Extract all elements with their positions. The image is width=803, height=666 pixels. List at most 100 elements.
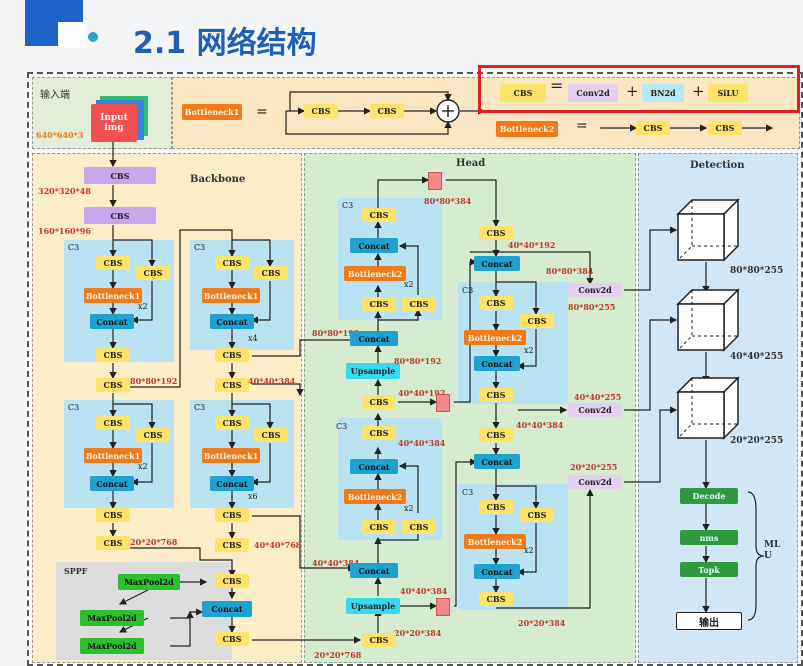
input-section-label: 输入端 [40, 90, 70, 101]
backbone-concat: Concat [210, 476, 254, 491]
head-conv2d: Conv2d [568, 403, 622, 417]
size-label: 80*80*255 [568, 302, 616, 312]
sppf-cbs: CBS [215, 632, 249, 646]
head-conv2d: Conv2d [568, 475, 622, 489]
head-cbs: CBS [362, 426, 396, 440]
backbone-bottleneck1: Bottleneck1 [84, 288, 142, 303]
detection-out1-label: 80*80*255 [730, 266, 784, 276]
head-pink-block [436, 596, 454, 616]
backbone-cbs: CBS [215, 538, 249, 552]
head-concat: Concat [350, 563, 398, 578]
head-pink-block [436, 392, 454, 412]
head-concat: Concat [474, 356, 520, 371]
cbs-definition-node: CBS [500, 84, 546, 102]
head-cbs: CBS [479, 592, 513, 606]
head-cbs: CBS [479, 226, 513, 240]
formula-cbs-2: CBS [370, 104, 404, 118]
head-upsample: Upsample [346, 363, 400, 379]
conv2d-node: Conv2d [568, 84, 618, 102]
head-bottleneck2: Bottleneck2 [464, 534, 526, 549]
head-cbs: CBS [362, 297, 396, 311]
formula-equals-2: = [576, 118, 588, 134]
plus-1: + [626, 82, 639, 100]
backbone-cbs: CBS [84, 207, 156, 224]
page-title: 2.1 网络结构 [133, 26, 317, 61]
sppf-concat: Concat [202, 601, 252, 617]
detection-title: Detection [690, 160, 745, 171]
backbone-cbs: CBS [215, 348, 249, 362]
silu-node: SiLU [708, 84, 748, 102]
size-label: 20*20*384 [518, 618, 566, 628]
backbone-cbs: CBS [96, 416, 130, 430]
backbone-bottleneck1: Bottleneck1 [202, 288, 260, 303]
head-cbs: CBS [479, 388, 513, 402]
size-label: 160*160*96 [38, 226, 91, 236]
output-node: 输出 [676, 612, 742, 630]
head-cbs: CBS [362, 208, 396, 222]
backbone-cbs: CBS [136, 428, 170, 442]
sppf-maxpool: MaxPool2d [118, 574, 180, 590]
size-label: 80*80*192 [394, 356, 442, 366]
formula-cbs-3: CBS [636, 121, 670, 135]
decor-dot [88, 32, 98, 42]
size-label: 20*20*768 [314, 650, 362, 660]
head-concat: Concat [350, 459, 398, 474]
head-cbs: CBS [479, 500, 513, 514]
cbs-def-equals: = [550, 76, 564, 95]
head-cbs: CBS [362, 633, 396, 647]
plus-2: + [692, 82, 705, 100]
sppf-maxpool: MaxPool2d [80, 610, 144, 626]
size-label: 80*80*192 [130, 376, 178, 386]
head-bottleneck2: Bottleneck2 [344, 489, 406, 504]
head-title: Head [456, 158, 486, 169]
size-label: 80*80*384 [546, 266, 594, 276]
head-cbs: CBS [520, 314, 554, 328]
repeat-x2: x2 [524, 546, 534, 555]
size-label: 40*40*384 [398, 438, 446, 448]
c3-label: C3 [462, 286, 474, 295]
backbone-cbs: CBS [96, 536, 130, 550]
backbone-cbs: CBS [215, 256, 249, 270]
size-label: 40*40*384 [248, 376, 296, 386]
backbone-cbs: CBS [254, 266, 288, 280]
detection-out2-label: 40*40*255 [730, 352, 784, 362]
formula-bottleneck1: Bottleneck1 [182, 104, 242, 120]
decode-node: Decode [680, 488, 738, 504]
backbone-cbs: CBS [136, 266, 170, 280]
head-concat: Concat [350, 331, 398, 346]
size-label: 40*40*384 [516, 420, 564, 430]
sppf-title: SPPF [64, 566, 88, 576]
head-cbs: CBS [520, 508, 554, 522]
size-label: 40*40*384 [400, 586, 448, 596]
formula-cbs-4: CBS [708, 121, 742, 135]
formula-cbs-1: CBS [304, 104, 338, 118]
formula-bottleneck2: Bottleneck2 [496, 121, 558, 137]
mlu-label: ML U [764, 540, 781, 561]
nms-node: nms [680, 530, 738, 545]
c3-label: C3 [68, 243, 80, 252]
size-label: 40*40*255 [574, 392, 622, 402]
repeat-x2: x2 [524, 346, 534, 355]
input-size-label: 640*640*3 [36, 130, 84, 140]
backbone-cbs: CBS [254, 428, 288, 442]
c3-label: C3 [194, 403, 206, 412]
backbone-cbs: CBS [96, 348, 130, 362]
formula-equals: = [256, 104, 268, 120]
head-cbs: CBS [479, 296, 513, 310]
head-cbs: CBS [362, 395, 396, 409]
c3-label: C3 [194, 243, 206, 252]
backbone-cbs: CBS [215, 508, 249, 522]
head-concat: Concat [474, 256, 520, 271]
repeat-x4: x4 [248, 334, 258, 343]
backbone-cbs: CBS [215, 416, 249, 430]
decor-square-white [58, 22, 86, 48]
backbone-concat: Concat [90, 476, 134, 491]
head-cbs: CBS [362, 520, 396, 534]
repeat-x2: x2 [138, 302, 148, 311]
slide-header: 2.1 网络结构 [0, 0, 803, 68]
size-label: 40*40*384 [312, 558, 360, 568]
size-label: 320*320*48 [38, 186, 91, 196]
bn2d-node: BN2d [642, 84, 684, 102]
head-concat: Concat [350, 238, 398, 253]
